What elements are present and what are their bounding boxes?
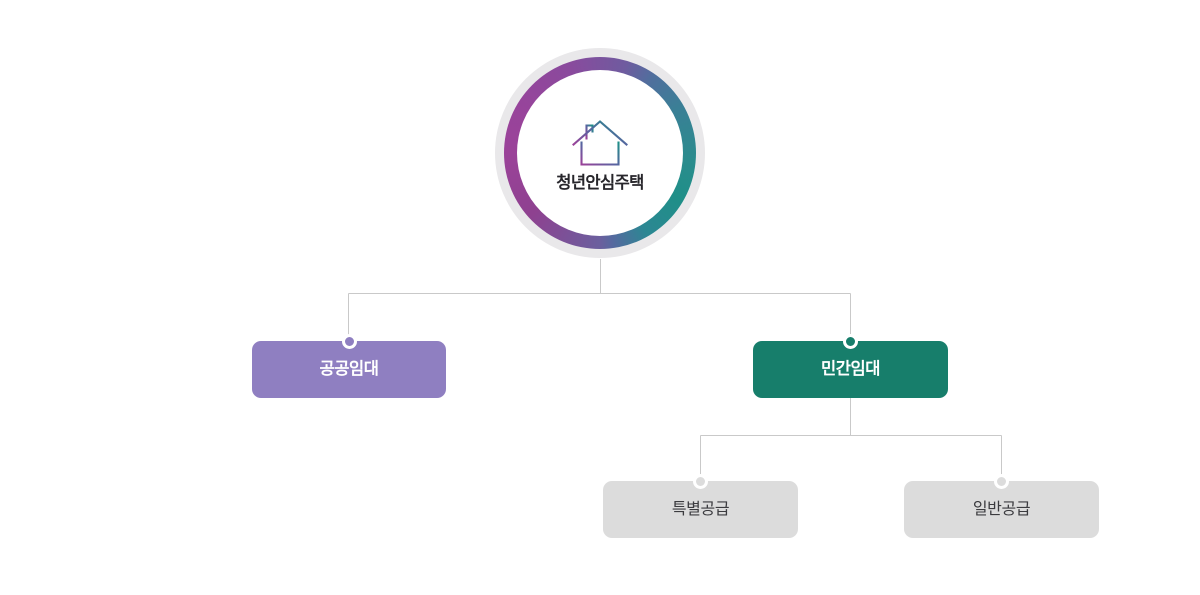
- house-icon: [572, 119, 628, 166]
- root-inner-disc: 청년안심주택: [517, 70, 683, 236]
- node-private-lease[interactable]: 민간임대: [753, 341, 948, 398]
- node-general-supply[interactable]: 일반공급: [904, 481, 1099, 538]
- root-node-label: 청년안심주택: [556, 173, 644, 192]
- node-private-lease-label: 민간임대: [820, 360, 881, 379]
- root-node-youth-safe-housing[interactable]: 청년안심주택: [495, 48, 705, 258]
- connector-dot-special-supply: [693, 474, 708, 489]
- connector-dot-general-supply: [994, 474, 1009, 489]
- connector-dot-private-lease: [843, 334, 858, 349]
- node-public-lease[interactable]: 공공임대: [252, 341, 446, 398]
- node-special-supply[interactable]: 특별공급: [603, 481, 798, 538]
- node-special-supply-label: 특별공급: [671, 500, 730, 518]
- node-public-lease-label: 공공임대: [319, 360, 379, 379]
- node-general-supply-label: 일반공급: [972, 500, 1031, 518]
- connector-dot-public-lease: [342, 334, 357, 349]
